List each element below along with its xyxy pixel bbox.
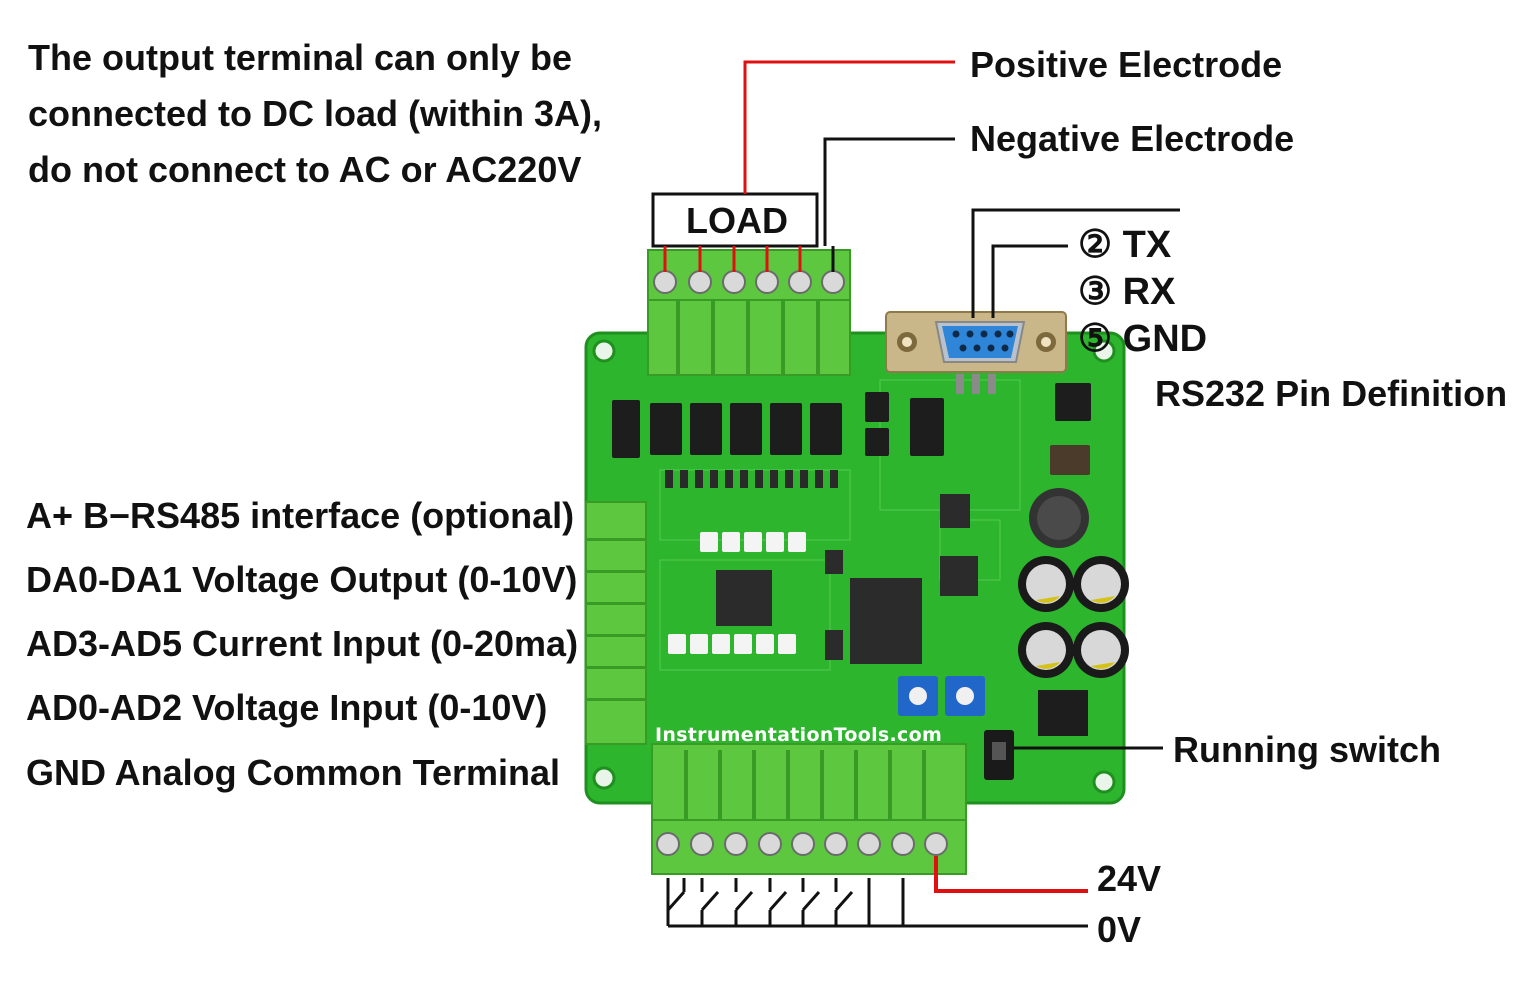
running-switch-label: Running switch: [1173, 729, 1441, 770]
analog-terminal-block: [585, 501, 647, 745]
inductor: [1029, 488, 1089, 548]
pin-name: RX: [1122, 271, 1176, 313]
output-terminal-block: [647, 249, 851, 376]
running-switch-component: [984, 730, 1014, 780]
ad-voltage-input-label: AD0-AD2 Voltage Input (0-10V): [26, 687, 548, 728]
output-warning-note: The output terminal can only be connecte…: [28, 30, 602, 198]
db9-connector: [885, 311, 1067, 394]
load-label: LOAD: [686, 200, 788, 241]
da-voltage-output-label: DA0-DA1 Voltage Output (0-10V): [26, 559, 578, 600]
note-line-1: The output terminal can only be: [28, 37, 573, 78]
note-line-2: connected to DC load (within 3A),: [28, 93, 602, 134]
pin-number: ②: [1078, 224, 1113, 266]
load-wiring: [651, 60, 955, 272]
input-terminal-block: [651, 743, 967, 875]
positive-electrode-label: Positive Electrode: [970, 44, 1283, 85]
pin-name: TX: [1122, 224, 1172, 266]
rs232-pin-gnd: ⑤ GND: [1078, 320, 1207, 358]
input-switch-wiring: [666, 878, 1088, 928]
integrated-circuits: [716, 494, 1088, 736]
rs232-title-wrap: RS232 Pin Definition: [1155, 373, 1519, 413]
rs232-title: RS232 Pin Definition: [1155, 373, 1508, 413]
output-transistors: [612, 383, 1091, 475]
negative-electrode-label: Negative Electrode: [970, 118, 1295, 159]
0v-label: 0V: [1097, 909, 1142, 950]
pin-number: ⑤: [1078, 318, 1113, 360]
gnd-analog-common-label: GND Analog Common Terminal: [26, 752, 561, 793]
rs232-pin-rx: ③ RX: [1078, 273, 1175, 311]
watermark: InstrumentationTools.com: [655, 724, 943, 746]
ad-current-input-label: AD3-AD5 Current Input (0-20ma): [26, 623, 579, 664]
optocouplers: [668, 532, 806, 654]
24v-label: 24V: [1097, 858, 1162, 899]
resistor-arrays: [665, 470, 838, 488]
note-line-3: do not connect to AC or AC220V: [28, 149, 582, 190]
potentiometers: [898, 676, 985, 716]
pin-number: ③: [1078, 271, 1113, 313]
rs232-pin-tx: ② TX: [1078, 226, 1171, 264]
24v-wire: [934, 856, 1088, 893]
pin-name: GND: [1122, 318, 1208, 360]
capacitors: [1018, 556, 1129, 678]
rs485-label: A+ B−RS485 interface (optional): [26, 495, 575, 536]
rs232-leaders: [971, 208, 1180, 318]
